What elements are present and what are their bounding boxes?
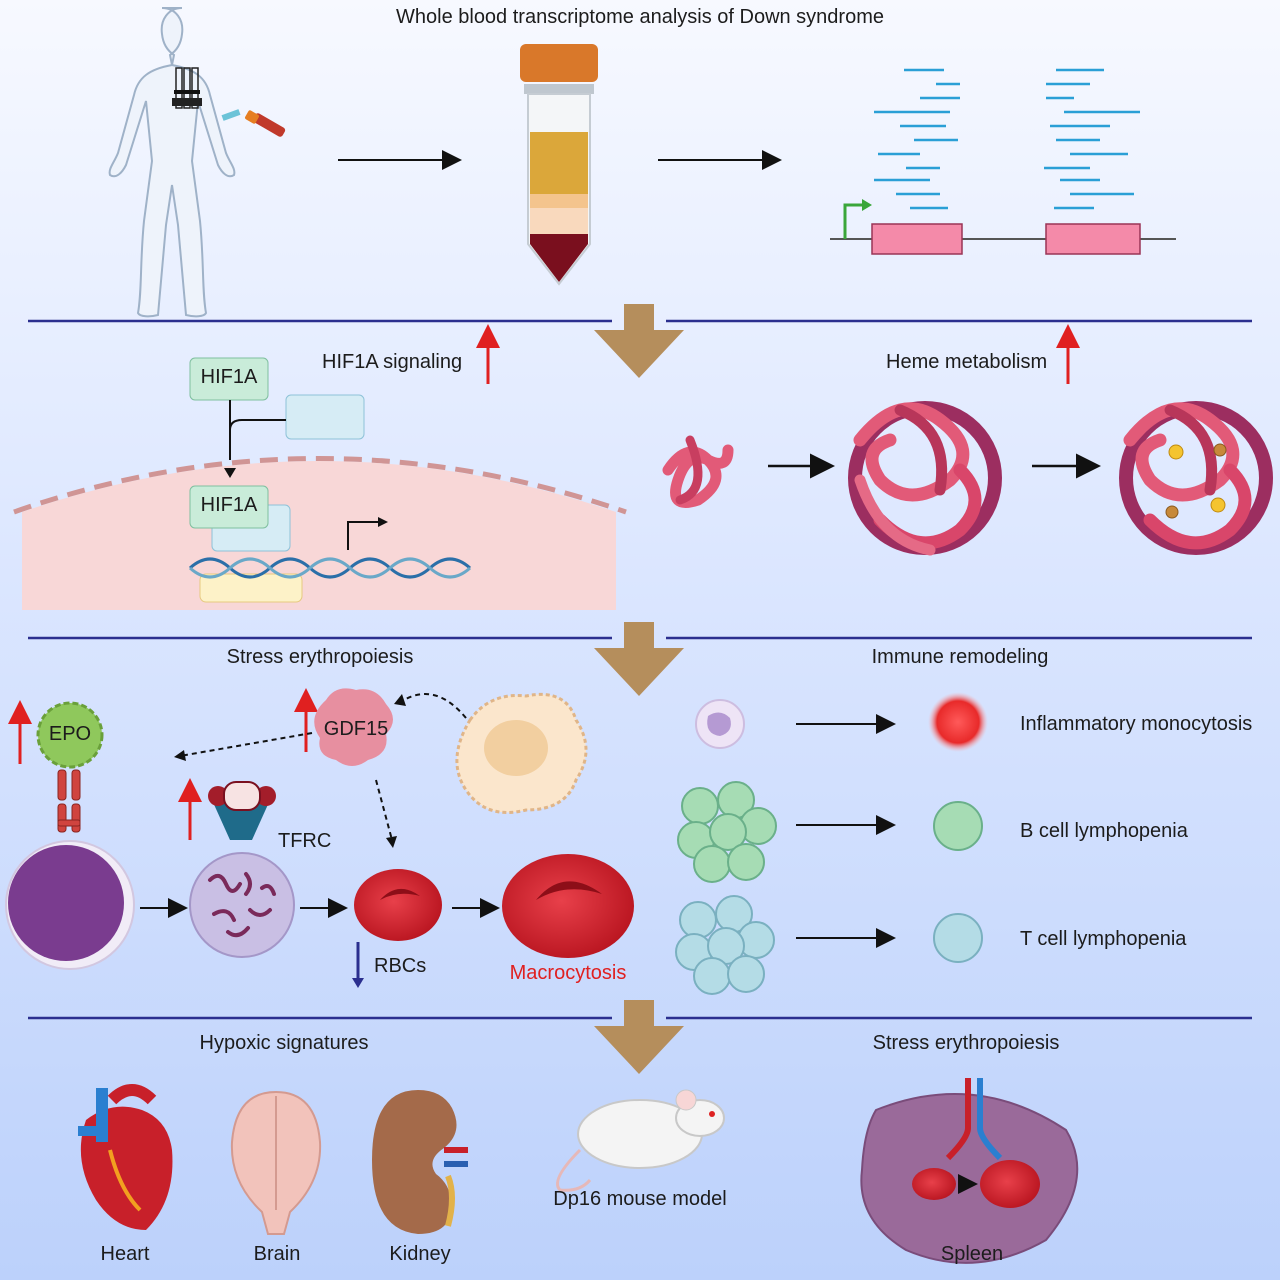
t-cell-cluster-icon: [675, 895, 775, 995]
erythroblast-icon: [189, 852, 295, 958]
macrophage-nucleus-icon: [484, 720, 548, 776]
t-cell-lymphopenia-label: T cell lymphopenia: [1020, 928, 1187, 950]
dashed-arrow-icon: [403, 693, 467, 719]
stress-erythropoiesis-label: Stress erythropoiesis: [872, 1032, 1060, 1054]
human-figure-icon: [108, 7, 236, 318]
blood-draw-syringe-icon: [221, 109, 286, 137]
heme-hemoglobin-icon: [1119, 401, 1273, 555]
hemoglobin-icon: [848, 401, 1002, 556]
heart-icon: [78, 1084, 173, 1230]
kidney-icon: [372, 1090, 468, 1234]
rbcs-label: RBCs: [374, 955, 427, 977]
dna-helix-icon: [188, 557, 472, 579]
hypoxic-signatures-label: Hypoxic signatures: [199, 1032, 369, 1054]
gdf15-molecule-icon: [314, 688, 393, 766]
brain-icon: [230, 1090, 322, 1235]
chromatin-icon: [208, 872, 276, 938]
blood-tube-icon: [520, 44, 598, 286]
kidney-label: Kidney: [389, 1243, 451, 1265]
heme-metabolism-label: Heme metabolism: [886, 351, 1048, 373]
tfrc-receptor-icon: [208, 781, 276, 840]
gene-structure-icon: [830, 199, 1176, 255]
globin-monomer-icon: [662, 435, 734, 508]
macrocyte-icon: [502, 854, 634, 958]
chromosome-icon: [175, 67, 199, 109]
dna-binding-box: [199, 573, 303, 603]
hif1a-box-label: HIF1A: [200, 366, 258, 388]
macrocytosis-label: Macrocytosis: [509, 962, 627, 984]
heart-label: Heart: [100, 1243, 150, 1265]
down-arrow-icon: [594, 1000, 684, 1074]
progenitor-nucleus-icon: [8, 845, 124, 961]
b-cell-icon: [933, 801, 983, 851]
epo-receptor-icon: [57, 769, 81, 833]
inflammatory-monocytosis-label: Inflammatory monocytosis: [1020, 713, 1253, 735]
brain-label: Brain: [253, 1243, 301, 1265]
spleen-icon: [860, 1078, 1079, 1264]
hif1a-box-label: HIF1A: [200, 494, 258, 516]
t-cell-icon: [933, 913, 983, 963]
mouse-model-label: Dp16 mouse model: [553, 1188, 727, 1210]
immune-remodeling-label: Immune remodeling: [871, 646, 1049, 668]
rbc-icon: [354, 869, 442, 941]
down-arrow-icon: [594, 622, 684, 696]
epo-molecule-icon: [36, 701, 104, 769]
down-arrow-icon: [594, 304, 684, 378]
mouse-icon: [556, 1089, 725, 1192]
gdf15-label: GDF15: [323, 718, 389, 740]
nucleus-icon: [13, 456, 627, 610]
b-cell-cluster-icon: [677, 781, 777, 883]
dashed-arrow-icon: [179, 732, 313, 757]
sequencing-reads-icon: [874, 68, 1140, 210]
diagram-title: Whole blood transcriptome analysis of Do…: [396, 6, 884, 28]
stress-erythropoiesis-label: Stress erythropoiesis: [226, 646, 414, 668]
b-cell-lymphopenia-label: B cell lymphopenia: [1020, 820, 1188, 842]
epo-label: EPO: [48, 723, 92, 745]
spleen-label: Spleen: [940, 1243, 1004, 1265]
hif1a-signaling-label: HIF1A signaling: [322, 351, 463, 373]
hif1a-box: [189, 485, 269, 529]
tfrc-label: TFRC: [278, 830, 332, 852]
partner-box: [285, 394, 365, 440]
dashed-arrow-icon: [375, 779, 393, 841]
inflammatory-monocyte-icon: [928, 692, 988, 752]
